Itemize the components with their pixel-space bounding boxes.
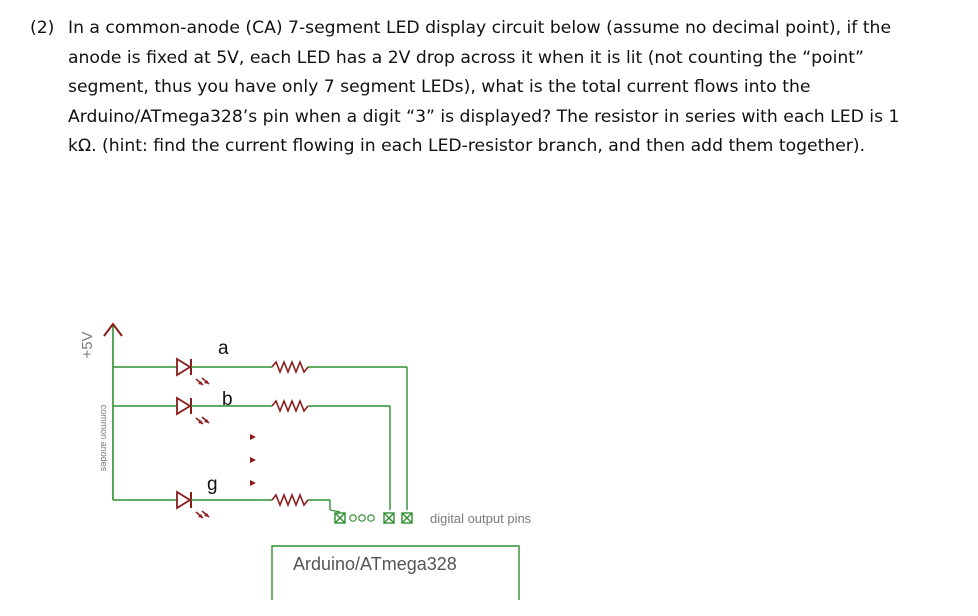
- led-b: [176, 397, 192, 415]
- branch-b: [113, 397, 391, 510]
- pins-label: digital output pins: [430, 511, 532, 526]
- supply-arrow: [103, 322, 123, 500]
- led-g: [176, 491, 192, 509]
- common-anodes-label: common anodes: [99, 405, 109, 472]
- question-line-3: segment, thus you have only 7 segment LE…: [68, 77, 811, 97]
- question-number: (2): [30, 18, 55, 38]
- resistor-b: [271, 400, 309, 412]
- ellipsis-dots: [250, 434, 256, 486]
- mcu-block: Arduino/ATmega328: [271, 545, 520, 600]
- branch-g: [113, 491, 331, 519]
- branch-a: [113, 358, 408, 510]
- segment-label-a: a: [218, 338, 229, 359]
- segment-label-g: g: [207, 474, 218, 495]
- pin-row: [329, 509, 413, 524]
- question-line-2: anode is fixed at 5V, each LED has a 2V …: [68, 47, 864, 68]
- question-text: (2)In a common-anode (CA) 7-segment LED …: [30, 14, 960, 162]
- question-line-4: Arduino/ATmega328’s pin when a digit “3”…: [68, 106, 900, 127]
- led-a: [176, 358, 192, 376]
- resistor-g: [271, 494, 309, 506]
- mcu-label: Arduino/ATmega328: [293, 554, 457, 574]
- supply-label: +5V: [79, 331, 96, 358]
- segment-label-b: b: [222, 389, 233, 410]
- question-line-5: kΩ. (hint: find the current flowing in e…: [68, 136, 866, 156]
- pin-dot: [349, 514, 357, 522]
- resistor-a: [271, 361, 309, 373]
- question-line-1: (2)In a common-anode (CA) 7-segment LED …: [30, 14, 960, 44]
